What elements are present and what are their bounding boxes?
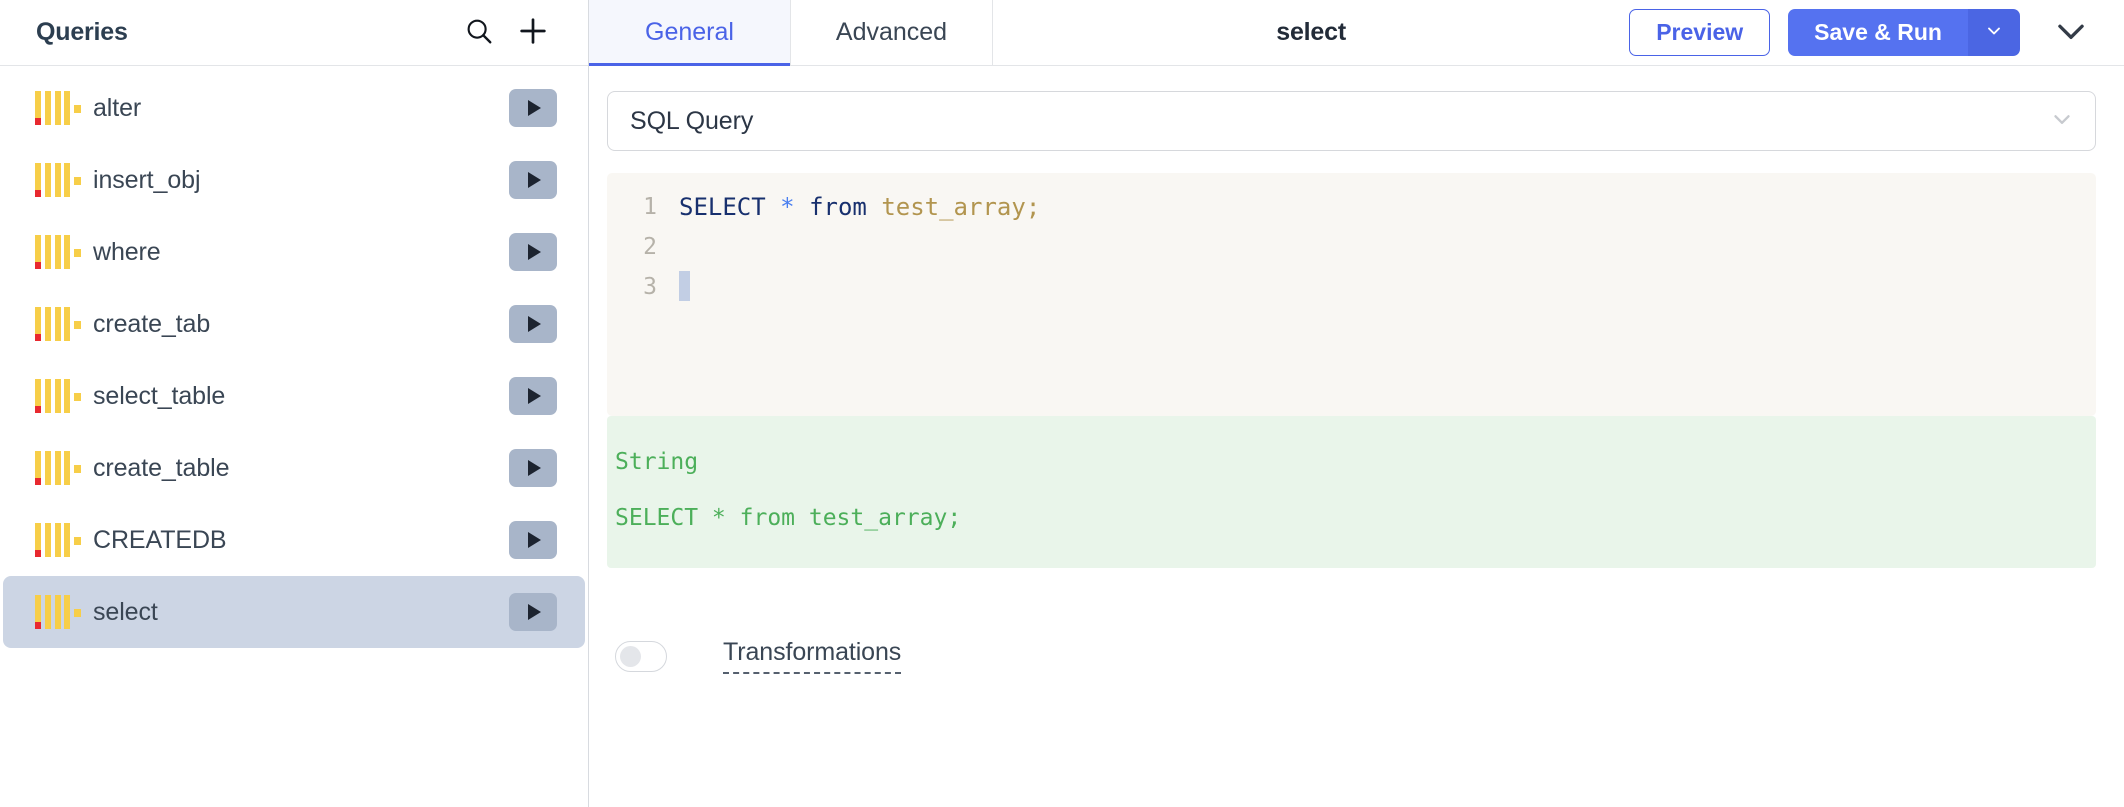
chevron-down-icon: [2049, 106, 2075, 137]
list-item[interactable]: select_table: [3, 360, 585, 432]
query-barcode-icon: [33, 161, 81, 199]
list-item-label: where: [93, 237, 161, 266]
list-item-label: CREATEDB: [93, 525, 227, 554]
search-icon: [464, 16, 494, 49]
run-icon: [528, 100, 541, 116]
query-type-value: SQL Query: [630, 106, 754, 135]
query-body: SQL Query 1 SELECT * from test_array; 2: [589, 66, 2124, 807]
run-query-button[interactable]: [509, 593, 557, 631]
query-barcode-icon: [33, 305, 81, 343]
code-line: 3: [607, 267, 2096, 307]
tab-general[interactable]: General: [589, 0, 791, 66]
query-type-select[interactable]: SQL Query: [607, 91, 2096, 151]
code-content: [679, 267, 690, 307]
code-line: 2: [607, 227, 2096, 267]
output-type-label: String: [615, 449, 699, 475]
query-name-title: select: [1276, 18, 1346, 46]
toggle-knob: [620, 645, 641, 667]
chevron-down-icon: [1984, 21, 2004, 44]
query-barcode-icon: [33, 593, 81, 631]
list-item-label: select_table: [93, 381, 226, 410]
line-number: 1: [643, 194, 657, 220]
query-barcode-icon: [33, 89, 81, 127]
query-barcode-icon: [33, 521, 81, 559]
collapse-panel-button[interactable]: [2044, 6, 2098, 60]
add-query-button[interactable]: [506, 6, 560, 60]
chevron-down-icon: [2052, 12, 2090, 53]
tab-advanced[interactable]: Advanced: [791, 0, 993, 65]
run-icon: [528, 532, 541, 548]
tab-advanced-label: Advanced: [835, 18, 948, 46]
query-toolbar: General Advanced select Preview Save & R…: [589, 0, 2124, 66]
list-item[interactable]: create_tab: [3, 288, 585, 360]
query-barcode-icon: [33, 233, 81, 271]
run-query-button[interactable]: [509, 449, 557, 487]
sidebar-header: Queries: [0, 0, 588, 66]
run-query-button[interactable]: [509, 521, 557, 559]
query-barcode-icon: [33, 449, 81, 487]
list-item[interactable]: where: [3, 216, 585, 288]
run-query-button[interactable]: [509, 377, 557, 415]
list-item-selected[interactable]: select: [3, 576, 585, 648]
sql-code-editor[interactable]: 1 SELECT * from test_array; 2 3: [607, 173, 2096, 416]
save-and-run-dropdown-button[interactable]: [1968, 9, 2020, 56]
list-item-label: insert_obj: [93, 165, 201, 194]
preview-button[interactable]: Preview: [1629, 9, 1771, 56]
toolbar-actions: Preview Save & Run: [1629, 0, 2124, 65]
query-barcode-icon: [33, 377, 81, 415]
run-icon: [528, 604, 541, 620]
queries-sidebar: Queries: [0, 0, 589, 807]
line-number: 3: [643, 274, 657, 300]
run-icon: [528, 244, 541, 260]
preview-button-label: Preview: [1656, 19, 1744, 45]
query-list: alter insert_obj where: [0, 66, 588, 807]
run-query-button[interactable]: [509, 89, 557, 127]
output-value: SELECT * from test_array;: [615, 505, 962, 531]
code-line: 1 SELECT * from test_array;: [607, 187, 2096, 227]
save-and-run-group: Save & Run: [1788, 9, 2020, 56]
save-and-run-label: Save & Run: [1814, 19, 1942, 45]
list-item-label: alter: [93, 93, 142, 122]
list-item-label: create_tab: [93, 309, 211, 338]
run-query-button[interactable]: [509, 161, 557, 199]
list-item[interactable]: alter: [3, 72, 585, 144]
code-content: SELECT * from test_array;: [679, 193, 1041, 221]
list-item-label: select: [93, 597, 158, 626]
plus-icon: [516, 14, 550, 51]
list-item-label: create_table: [93, 453, 230, 482]
query-output-preview: String SELECT * from test_array;: [607, 416, 2096, 568]
line-number: 2: [643, 234, 657, 260]
list-item[interactable]: insert_obj: [3, 144, 585, 216]
run-icon: [528, 172, 541, 188]
transformations-label[interactable]: Transformations: [723, 638, 901, 674]
run-icon: [528, 316, 541, 332]
run-query-button[interactable]: [509, 233, 557, 271]
text-cursor: [679, 271, 690, 301]
query-detail-panel: General Advanced select Preview Save & R…: [589, 0, 2124, 807]
run-icon: [528, 460, 541, 476]
transformations-toggle[interactable]: [615, 640, 667, 672]
save-and-run-button[interactable]: Save & Run: [1788, 9, 1968, 56]
run-query-button[interactable]: [509, 305, 557, 343]
search-button[interactable]: [452, 6, 506, 60]
page-title: Queries: [36, 18, 128, 46]
run-icon: [528, 388, 541, 404]
list-item[interactable]: create_table: [3, 432, 585, 504]
transformations-row: Transformations: [607, 638, 2096, 674]
tab-general-label: General: [645, 18, 734, 46]
list-item[interactable]: CREATEDB: [3, 504, 585, 576]
